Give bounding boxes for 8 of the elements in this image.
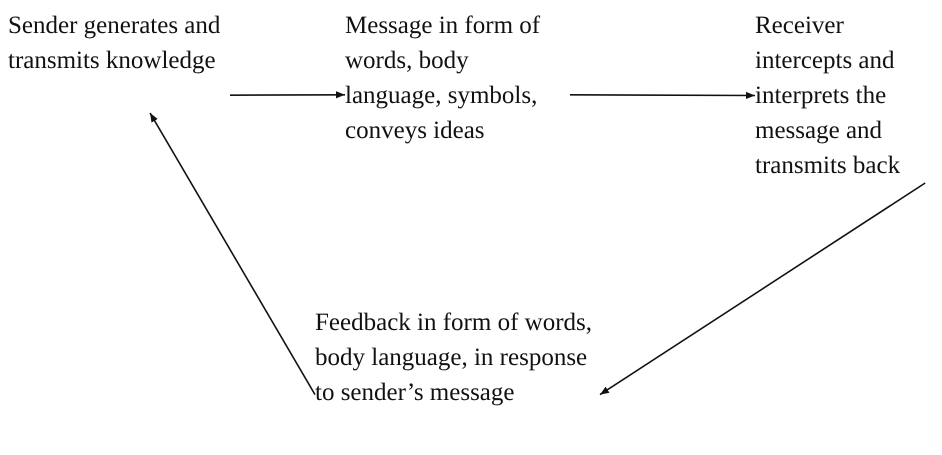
- arrow: [230, 91, 345, 98]
- arrow: [570, 92, 755, 100]
- node-text: Message in form of words, body language, symbols, conveys ideas: [345, 11, 542, 146]
- node-text: Feedback in form of words, body language, in response to sender’s message: [315, 308, 594, 408]
- node-text: Receiver intercepts and interprets the message and transmits back: [755, 11, 902, 181]
- node-text: Sender generates and transmits knowledge: [8, 11, 222, 76]
- arrow: [600, 182, 926, 396]
- arrow: [149, 112, 316, 395]
